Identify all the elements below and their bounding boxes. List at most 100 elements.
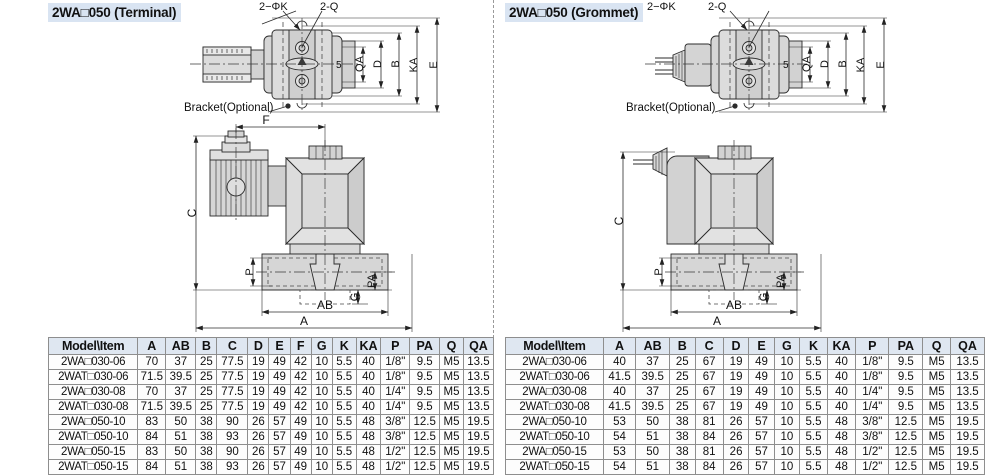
cell-b: 25 xyxy=(195,354,218,370)
cell-pa: 12.5 xyxy=(409,429,441,445)
cell-pa: 9.5 xyxy=(409,354,441,370)
cell-a: 53 xyxy=(602,444,637,460)
cell-q: M5 xyxy=(922,414,952,430)
cell-model: 2WAT□030-08 xyxy=(47,399,139,415)
cell-e: 49 xyxy=(748,384,775,400)
svg-text:KA: KA xyxy=(855,57,867,72)
column-header-a: A xyxy=(137,337,167,355)
cell-qa: 19.5 xyxy=(462,459,495,475)
cell-pa: 12.5 xyxy=(888,429,924,445)
panel-grommet: 2WA□050 (Grommet) xyxy=(495,0,985,475)
cell-model: 2WAT□030-06 xyxy=(47,369,139,385)
column-header-f: F xyxy=(289,337,312,355)
svg-text:A: A xyxy=(300,314,308,328)
cell-c: 67 xyxy=(694,354,724,370)
cell-ka: 48 xyxy=(826,459,857,475)
cell-g: 10 xyxy=(773,429,801,445)
cell-b: 38 xyxy=(195,459,218,475)
cell-a: 71.5 xyxy=(137,399,167,415)
cell-pa: 9.5 xyxy=(409,384,441,400)
cell-q: M5 xyxy=(922,399,952,415)
cell-b: 25 xyxy=(669,354,696,370)
cell-f: 49 xyxy=(289,414,312,430)
cell-ab: 50 xyxy=(165,414,197,430)
cell-e: 49 xyxy=(748,369,775,385)
cell-qa: 13.5 xyxy=(462,399,495,415)
cell-model: 2WA□050-15 xyxy=(505,444,604,460)
cell-k: 5.5 xyxy=(331,384,357,400)
cell-k: 5.5 xyxy=(331,444,357,460)
cell-k: 5.5 xyxy=(331,459,357,475)
cell-model: 2WA□050-10 xyxy=(505,414,604,430)
svg-text:G: G xyxy=(349,293,361,302)
cell-a: 70 xyxy=(137,354,167,370)
cell-g: 10 xyxy=(310,354,333,370)
svg-text:C: C xyxy=(612,216,626,225)
cell-a: 54 xyxy=(602,459,637,475)
svg-text:P: P xyxy=(244,268,256,275)
cell-model: 2WAT□050-15 xyxy=(505,459,604,475)
cell-p: 1/8" xyxy=(380,369,411,385)
cell-d: 26 xyxy=(722,414,750,430)
cell-ka: 40 xyxy=(355,384,382,400)
cell-a: 40 xyxy=(602,354,637,370)
cell-b: 25 xyxy=(195,384,218,400)
cell-model: 2WA□030-08 xyxy=(47,384,139,400)
cell-ka: 48 xyxy=(355,444,382,460)
column-header-ab: AB xyxy=(635,337,671,355)
cell-qa: 19.5 xyxy=(950,429,985,445)
cell-p: 3/8" xyxy=(855,414,890,430)
panel-terminal: 2WA□050 (Terminal) xyxy=(0,0,495,475)
cell-p: 1/4" xyxy=(855,399,890,415)
drawing-terminal: 2−ΦK 2-Q Bracket(Optional) 5 QA D B KA E… xyxy=(184,1,440,332)
cell-model: 2WAT□050-10 xyxy=(47,429,139,445)
cell-ab: 50 xyxy=(635,444,671,460)
cell-q: M5 xyxy=(439,444,464,460)
svg-text:AB: AB xyxy=(317,298,333,312)
cell-b: 38 xyxy=(669,459,696,475)
column-header-b: B xyxy=(669,337,696,355)
cell-b: 25 xyxy=(669,399,696,415)
cell-c: 77.5 xyxy=(216,369,249,385)
cell-ab: 50 xyxy=(165,444,197,460)
cell-c: 93 xyxy=(216,459,249,475)
cell-ka: 48 xyxy=(355,429,382,445)
cell-f: 42 xyxy=(289,354,312,370)
cell-b: 25 xyxy=(669,384,696,400)
cell-d: 26 xyxy=(722,444,750,460)
column-header-pa: PA xyxy=(888,337,924,355)
cell-ka: 40 xyxy=(826,399,857,415)
bracket-label-right: Bracket(Optional) xyxy=(626,102,716,114)
cell-model: 2WA□050-10 xyxy=(47,414,139,430)
cell-g: 10 xyxy=(310,429,333,445)
cell-g: 10 xyxy=(310,369,333,385)
cell-ab: 37 xyxy=(165,384,197,400)
cell-p: 1/4" xyxy=(380,384,411,400)
column-header-q: Q xyxy=(922,337,952,355)
cell-pa: 9.5 xyxy=(409,399,441,415)
cell-pa: 12.5 xyxy=(409,459,441,475)
cell-k: 5.5 xyxy=(799,414,828,430)
column-header-ka: KA xyxy=(826,337,857,355)
cell-e: 49 xyxy=(748,399,775,415)
svg-text:B: B xyxy=(390,60,402,67)
cell-ab: 39.5 xyxy=(165,399,197,415)
cell-model: 2WA□050-15 xyxy=(47,444,139,460)
svg-text:A: A xyxy=(713,314,721,328)
cell-d: 19 xyxy=(247,354,270,370)
cell-c: 77.5 xyxy=(216,399,249,415)
cell-c: 84 xyxy=(694,459,724,475)
cell-e: 57 xyxy=(268,459,291,475)
cell-g: 10 xyxy=(773,414,801,430)
cell-pa: 12.5 xyxy=(409,414,441,430)
panel-title-grommet: 2WA□050 (Grommet) xyxy=(505,3,644,22)
cell-ka: 40 xyxy=(355,399,382,415)
